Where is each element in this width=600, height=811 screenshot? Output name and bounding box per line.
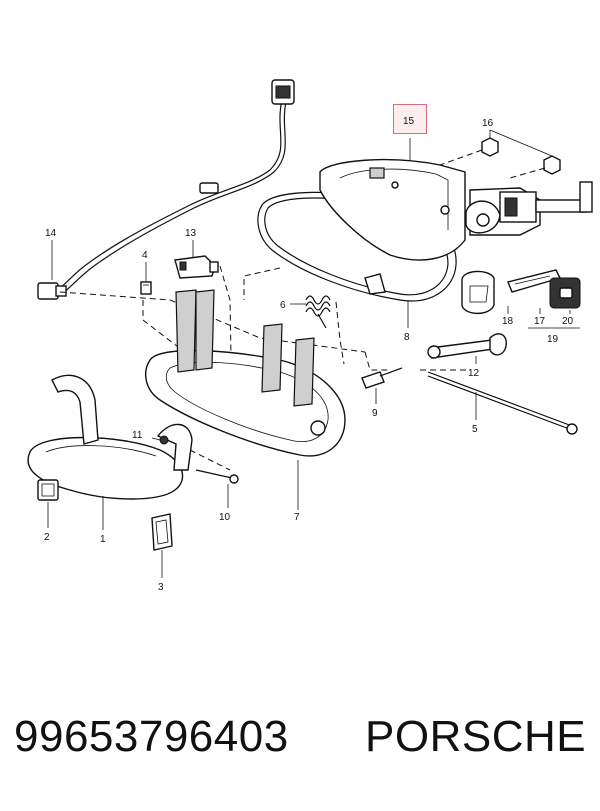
callout-12: 12 (468, 368, 480, 379)
part-20-key[interactable] (549, 277, 581, 309)
callout-19: 19 (547, 334, 559, 345)
part-2-pad[interactable] (37, 479, 59, 501)
part-13-clip[interactable] (174, 255, 219, 279)
callout-13: 13 (185, 228, 197, 239)
part-1-handle[interactable] (27, 374, 193, 500)
callout-16: 16 (482, 118, 494, 129)
callout-labels: 1 2 3 4 5 6 7 8 9 10 11 12 13 14 15 16 1… (44, 116, 574, 593)
callout-4: 4 (142, 250, 148, 261)
part-5-long-rod[interactable] (427, 371, 578, 435)
part-3-pad[interactable] (151, 513, 173, 551)
part-14-cable[interactable] (37, 79, 295, 300)
part-4-small-clip[interactable] (140, 281, 152, 295)
part-7-housing[interactable] (144, 289, 346, 457)
part-10-pin[interactable] (195, 469, 239, 484)
callout-1: 1 (100, 534, 106, 545)
part-number: 99653796403 (14, 712, 289, 761)
callout-8: 8 (404, 332, 410, 343)
callout-11: 11 (132, 430, 143, 441)
part-15-bracket[interactable] (319, 159, 466, 261)
part-11-bushing[interactable] (159, 435, 169, 445)
callout-18: 18 (502, 316, 514, 327)
callout-10: 10 (219, 512, 231, 523)
callout-3: 3 (158, 582, 164, 593)
part-6-spring[interactable] (305, 295, 331, 329)
part-16-nuts[interactable] (439, 129, 561, 179)
callout-5: 5 (472, 424, 478, 435)
part-12-rod[interactable] (427, 333, 507, 359)
callout-7: 7 (294, 512, 300, 523)
callout-17: 17 (534, 316, 546, 327)
callout-20: 20 (562, 316, 574, 327)
callout-9: 9 (372, 408, 378, 419)
brand-name: PORSCHE (365, 712, 587, 761)
callout-6: 6 (280, 300, 286, 311)
callout-2: 2 (44, 532, 50, 543)
part-18-key-cap[interactable] (461, 270, 495, 315)
callout-14: 14 (45, 228, 57, 239)
leader-lines (47, 138, 580, 578)
highlight-box-15 (393, 104, 427, 134)
part-9-screw[interactable] (361, 367, 403, 389)
exploded-parts-diagram: 1 2 3 4 5 6 7 8 9 10 11 12 13 14 15 16 1… (27, 79, 593, 593)
lock-cylinder-assembly[interactable] (465, 181, 593, 236)
callout-15: 15 (403, 116, 415, 127)
